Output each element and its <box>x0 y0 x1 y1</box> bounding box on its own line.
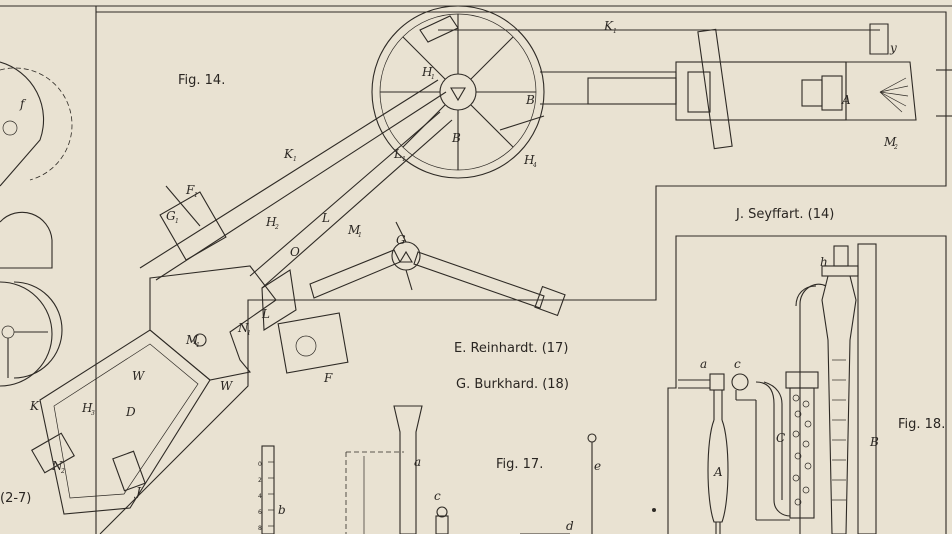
label-L1-sub: 1 <box>402 156 406 163</box>
fig18-caption: Fig. 18. <box>898 417 945 432</box>
label-K1-arm-sub: 1 <box>293 156 297 163</box>
label-J: J <box>133 485 142 499</box>
label-H4: H <box>523 153 535 167</box>
fig14-caption: Fig. 14. <box>178 73 225 88</box>
fig17-apparatus <box>261 405 656 534</box>
label-M2-sub: 2 <box>893 144 898 151</box>
label-N1-sub: 1 <box>247 330 251 337</box>
label-F1: F <box>185 183 195 197</box>
label-A: A <box>841 93 851 107</box>
label-H1: H <box>421 65 433 79</box>
fig17-labels: Fig. 17. 0 2 4 6 8 b a c d e <box>258 455 601 533</box>
label-B-fig18: B <box>869 435 879 449</box>
label-H2: H <box>265 215 277 229</box>
label-O: O <box>290 245 300 259</box>
label-M2: M <box>883 135 897 149</box>
label-H2-sub: 2 <box>274 224 279 231</box>
label-M1: M <box>185 333 199 347</box>
label-K1-sub: 1 <box>613 28 617 35</box>
label-c-fig17: c <box>434 489 441 503</box>
panel-frames <box>0 5 952 534</box>
label-L-lower: L <box>261 307 270 321</box>
label-K1-arm: K <box>283 147 294 161</box>
label-y: y <box>889 41 897 55</box>
label-F1-sub: 1 <box>194 192 198 199</box>
label-W-right: W <box>220 379 234 393</box>
label-N2: N <box>51 459 63 473</box>
fig14-apparatus <box>31 5 952 515</box>
label-G1-sub: 1 <box>175 218 179 225</box>
label-W-left: W <box>132 369 146 383</box>
scale-tick-2: 2 <box>258 477 262 484</box>
label-B-upper: B <box>525 93 535 107</box>
label-left-f: f <box>19 97 27 111</box>
scale-tick-6: 6 <box>258 509 262 516</box>
label-e: e <box>594 459 601 473</box>
label-d: d <box>566 519 574 533</box>
label-G1: G <box>166 209 176 223</box>
label-D: D <box>125 405 136 419</box>
label-b: b <box>278 503 286 517</box>
label-B-lower: B <box>451 131 461 145</box>
fig17-caption: Fig. 17. <box>496 457 543 472</box>
label-G: G <box>396 233 406 247</box>
label-H4-sub: 4 <box>532 162 537 169</box>
label-M1-sub: 1 <box>196 342 200 349</box>
label-K1: K <box>603 19 614 33</box>
label-h: h <box>820 255 828 269</box>
scale-tick-8: 8 <box>258 525 262 532</box>
scale-tick-4: 4 <box>258 493 262 500</box>
label-A-fig18: A <box>713 465 723 479</box>
label-K: K <box>29 399 40 413</box>
author-credits: J. Seyffart. (14) E. Reinhardt. (17) G. … <box>454 207 834 392</box>
label-M1-arm-sub: 1 <box>358 232 362 239</box>
label-a-fig18: a <box>700 357 707 371</box>
credit-reinhardt: E. Reinhardt. (17) <box>454 341 568 356</box>
label-c-fig18: c <box>734 357 741 371</box>
label-N1: N <box>237 321 249 335</box>
credit-burkhard: G. Burkhard. (18) <box>456 377 569 392</box>
label-L1: L <box>393 147 402 161</box>
label-C: C <box>776 431 785 445</box>
label-L: L <box>321 211 330 225</box>
label-N2-sub: 2 <box>60 468 65 475</box>
label-H3: H <box>81 401 93 415</box>
fig14-labels: Fig. 14. K 1 H 1 B B A y M 2 H 4 L 1 K 1… <box>29 19 898 499</box>
label-H1-sub: 1 <box>431 74 435 81</box>
label-M1-arm: M <box>347 223 361 237</box>
label-a-fig17: a <box>414 455 421 469</box>
left-partial-figures: f (2-7) <box>0 61 73 506</box>
label-H3-sub: 3 <box>91 410 95 417</box>
label-F: F <box>323 371 333 385</box>
credit-seyffart: J. Seyffart. (14) <box>735 207 834 222</box>
scale-tick-0: 0 <box>258 461 262 468</box>
label-left-ref: (2-7) <box>0 491 31 506</box>
fig18-apparatus <box>678 243 877 534</box>
fig18-labels: Fig. 18. a c h A C B <box>700 255 945 479</box>
